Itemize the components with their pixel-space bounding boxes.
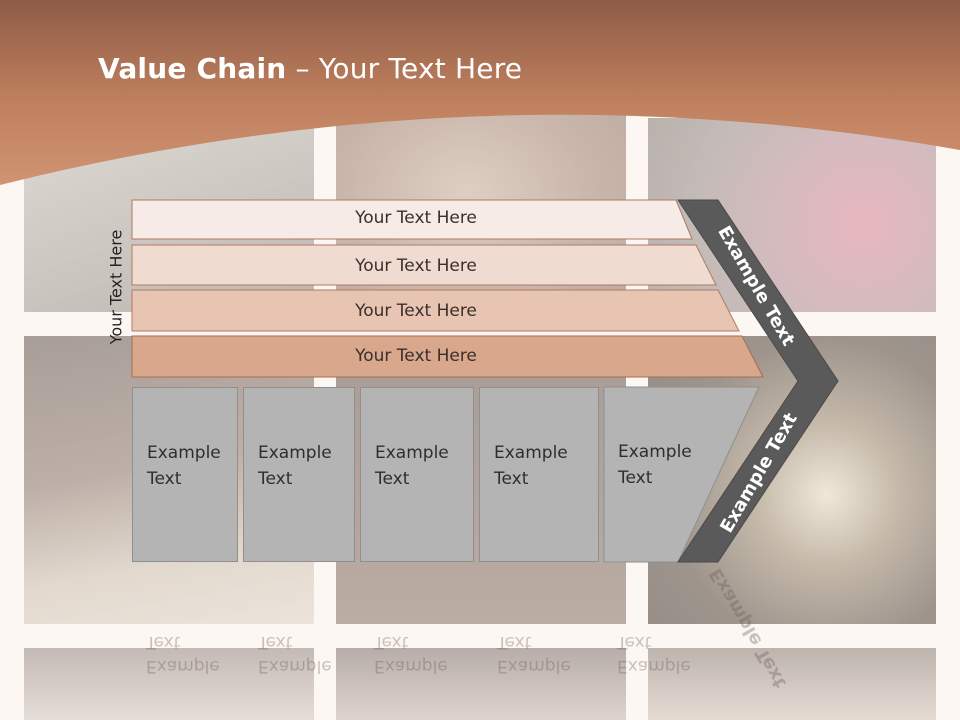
box-3-line-2: Text: [375, 469, 410, 489]
band-label-2: Your Text Here: [355, 256, 477, 276]
band-1: [131, 199, 693, 240]
box-5-line-2: Text: [618, 468, 653, 488]
side-label: Your Text Here: [106, 229, 126, 345]
band-label-4: Your Text Here: [355, 346, 477, 366]
band-3: [131, 289, 740, 332]
box-1-line-1: Example: [147, 443, 221, 463]
title-rest: – Your Text Here: [286, 52, 523, 85]
box-1-line-2: Text: [147, 469, 182, 489]
page-title: Value Chain – Your Text Here: [98, 52, 522, 85]
box-4-line-1: Example: [494, 443, 568, 463]
header-banner: [0, 0, 960, 185]
photo-reflection-right: [648, 648, 936, 720]
chevron-arrow: [677, 199, 839, 563]
box-2-line-1: Example: [258, 443, 332, 463]
band-label-1: Your Text Here: [355, 208, 477, 228]
band-label-3: Your Text Here: [355, 301, 477, 321]
band-4: [131, 335, 764, 378]
box-3-line-1: Example: [375, 443, 449, 463]
title-bold: Value Chain: [98, 52, 287, 85]
photo-reflection-left: [24, 648, 314, 720]
box-4-line-2: Text: [494, 469, 529, 489]
band-2: [131, 244, 717, 286]
photo-reflection-middle: [336, 648, 626, 720]
box-5-line-1: Example: [618, 442, 692, 462]
box-2-line-2: Text: [258, 469, 293, 489]
